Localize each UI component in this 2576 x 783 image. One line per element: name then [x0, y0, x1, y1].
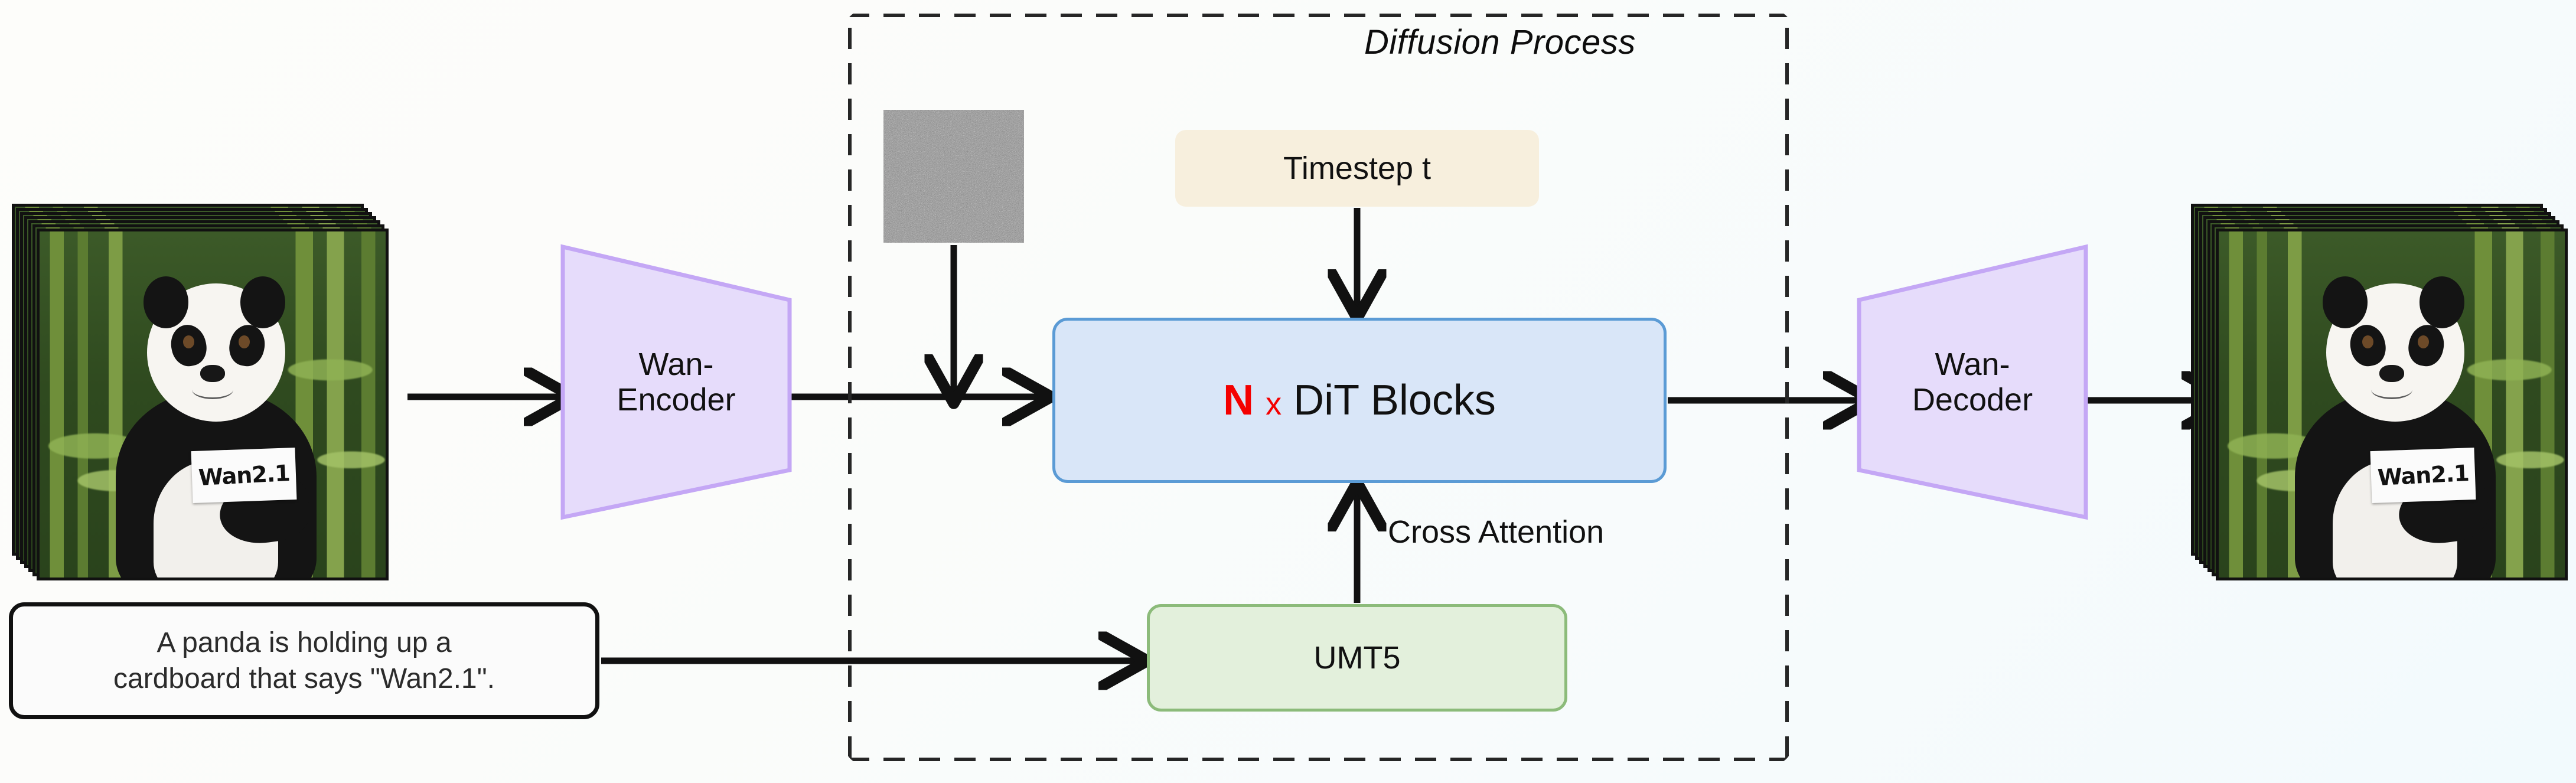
dit-repeat-symbol: N	[1223, 377, 1254, 424]
input-video-stack: Wan2.1 Wan2.1	[12, 204, 390, 582]
prompt-text-box[interactable]: A panda is holding up a cardboard that s…	[9, 602, 599, 719]
dit-blocks-box[interactable]: N x DiT Blocks	[1052, 318, 1667, 483]
input-sign-text-top: Wan2.1	[197, 460, 291, 491]
noise-latent-patch	[883, 110, 1024, 243]
umt5-text-encoder-box[interactable]: UMT5	[1147, 604, 1567, 712]
dit-multiply-symbol: x	[1266, 386, 1282, 422]
dit-blocks-label: N x DiT Blocks	[1223, 376, 1496, 425]
prompt-line-1: A panda is holding up a	[156, 627, 452, 658]
decoder-shape	[1857, 244, 2088, 520]
encoder-shape	[560, 244, 792, 520]
timestep-label: Timestep t	[1283, 151, 1432, 186]
wan-encoder-block[interactable]: Wan- Encoder	[558, 243, 794, 521]
umt5-label: UMT5	[1313, 640, 1401, 676]
cross-attention-label: Cross Attention	[1388, 514, 1605, 550]
prompt-line-2: cardboard that says "Wan2.1".	[113, 663, 495, 694]
dit-blocks-text: DiT Blocks	[1293, 377, 1496, 424]
diffusion-process-label: Diffusion Process	[1364, 23, 1636, 61]
output-video-stack: Wan2.1 Wan2.1	[2191, 204, 2569, 582]
noise-texture	[883, 110, 1024, 243]
wan-decoder-block[interactable]: Wan- Decoder	[1854, 243, 2091, 521]
timestep-box[interactable]: Timestep t	[1175, 130, 1539, 207]
output-sign-text-top: Wan2.1	[2376, 460, 2470, 491]
